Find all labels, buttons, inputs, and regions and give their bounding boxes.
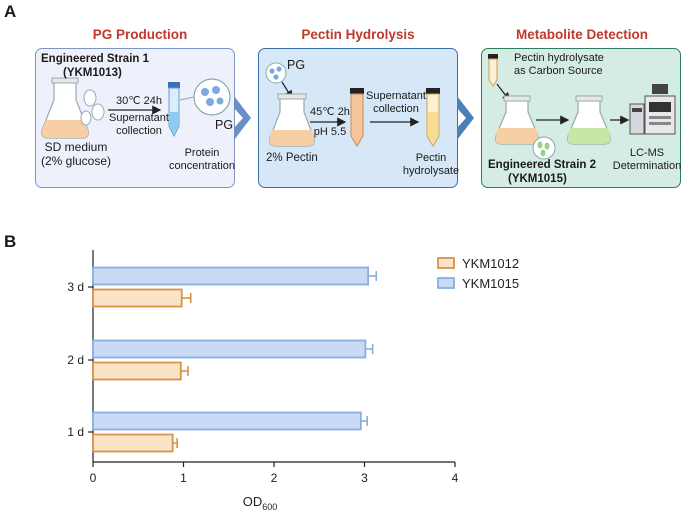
step2-condition2-label: pH 5.5 — [313, 126, 347, 138]
x-tick-label: 3 — [361, 471, 368, 485]
flask-icon — [495, 95, 539, 145]
step2-collection-label: Supernatant collection — [366, 90, 426, 115]
step1-medium-label: SD medium (2% glucose) — [40, 140, 112, 168]
x-tick-label: 0 — [90, 471, 97, 485]
yeast-cells-icon — [80, 89, 105, 126]
step1-condition-label: 30℃ 24h Supernatant collection — [109, 95, 169, 137]
step3-strain-label: Engineered Strain 2 (YKM1015) — [488, 159, 597, 185]
panel-letter-b: B — [4, 232, 17, 251]
flask-icon — [567, 95, 611, 145]
step2-condition1-label: 45℃ 2h — [310, 106, 350, 118]
legend-swatch — [437, 257, 455, 269]
lc-ms-instrument-icon — [629, 84, 676, 135]
bar — [92, 288, 183, 308]
chevron-arrow-icon — [234, 96, 474, 140]
legend-label: YKM1012 — [462, 256, 519, 271]
step1-output-label: Protein concentration — [168, 147, 236, 172]
step2-substrate-label: 2% Pectin — [266, 152, 318, 164]
step1-pg-label: PG — [215, 118, 234, 132]
step2-title: Pectin Hydrolysis — [301, 27, 415, 42]
legend-swatch — [437, 277, 455, 289]
x-tick-label: 4 — [452, 471, 459, 485]
bar — [92, 361, 182, 381]
legend-label: YKM1015 — [462, 276, 519, 291]
bar — [92, 266, 370, 286]
bar — [92, 411, 362, 431]
step1-title: PG Production — [92, 27, 188, 42]
engineered-yeast-icon — [532, 136, 556, 160]
magnified-pg-icon — [179, 78, 231, 116]
x-axis-label: OD600 — [243, 494, 278, 512]
x-tick-label: 1 — [180, 471, 187, 485]
bar — [92, 339, 367, 359]
centrifuge-tube-icon — [168, 82, 180, 138]
y-tick-label: 2 d — [67, 353, 84, 367]
flask-icon — [41, 77, 89, 139]
centrifuge-tube-icon — [426, 88, 440, 147]
step3-source-label: Pectin hydrolysate as Carbon Source — [514, 52, 604, 77]
flask-icon — [269, 93, 315, 147]
y-tick-label: 3 d — [67, 280, 84, 294]
step2-pg-label: PG — [287, 58, 306, 72]
workflow-illustration — [41, 54, 676, 160]
bar — [92, 433, 174, 453]
centrifuge-tube-icon — [350, 88, 364, 147]
step1-strain-label: Engineered Strain 1 (YKM1013) — [41, 53, 150, 79]
centrifuge-tube-icon — [488, 54, 498, 87]
y-tick-label: 1 d — [67, 425, 84, 439]
step3-output-label: LC-MS Determination — [612, 147, 682, 172]
pg-beads-icon — [265, 62, 287, 84]
panel-letter-a: A — [4, 2, 17, 21]
x-tick-label: 2 — [271, 471, 278, 485]
step3-title: Metabolite Detection — [515, 27, 648, 42]
step2-output-label: Pectin hydrolysate — [402, 152, 460, 177]
